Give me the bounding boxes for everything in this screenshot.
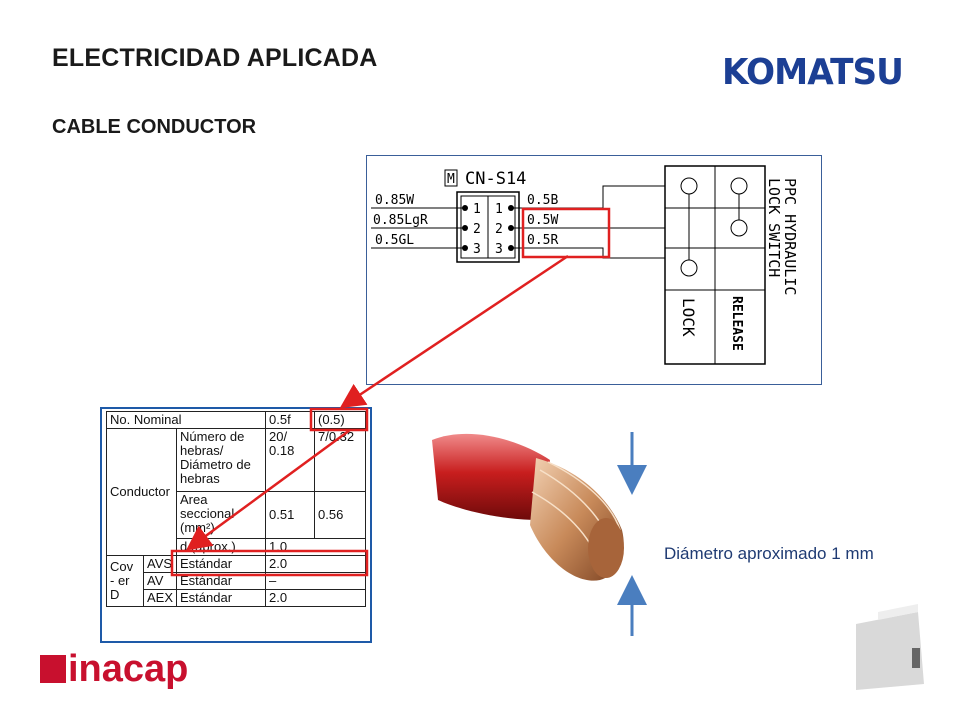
cov-val: 2.0 <box>265 589 366 607</box>
wire-right-label-3: 0.5R <box>527 233 558 248</box>
pin-dot-left-1 <box>462 205 468 211</box>
cable-sheath <box>432 433 550 520</box>
pin-left-2: 2 <box>473 222 481 237</box>
inacap-logo: inacap <box>40 648 188 691</box>
arrow-to-diameter-icon <box>185 428 351 551</box>
strand-bundle-end <box>588 518 624 578</box>
switch-lock-label: LOCK <box>679 298 698 337</box>
conductor-label: Conductor <box>105 428 178 556</box>
switch-title-line1: PPC HYDRAULIC <box>781 178 799 295</box>
connector-tag-box <box>444 169 458 187</box>
pin-right-3: 3 <box>495 242 503 257</box>
table-row: Area seccional (mm²) 0.51 0.56 <box>107 491 366 539</box>
wire-right-3 <box>511 247 665 259</box>
nominal-val1: 0.5f <box>265 411 315 429</box>
switch-title-line2: LOCK SWITCH <box>765 178 783 277</box>
cov-type: AVS <box>142 555 178 573</box>
connector-tag: M <box>447 172 455 187</box>
wire-right-label-2: 0.5W <box>527 213 558 228</box>
inacap-mark-icon <box>40 655 66 683</box>
pin-right-1: 1 <box>495 202 503 217</box>
inacap-text: inacap <box>68 648 189 690</box>
diameter-highlight-box <box>170 549 369 577</box>
pin-left-1: 1 <box>473 202 481 217</box>
cov-std: Estándar <box>176 572 266 590</box>
strands-label: Número de hebras/ Diámetro de hebras <box>176 428 266 492</box>
cov-type: AEX <box>142 589 178 607</box>
pin-dot-left-3 <box>462 245 468 251</box>
diameter-label: Diámetro aproximado 1 mm <box>664 544 874 563</box>
switch-release-label: RELEASE <box>729 296 744 351</box>
table-row: AV Estándar – <box>107 572 366 590</box>
pin-right-2: 2 <box>495 222 503 237</box>
wiring-diagram-svg: M CN-S14 0.85W 0.85LgR 0.5GL 1 2 3 1 2 3 <box>371 165 799 365</box>
wire-left-label-1: 0.85W <box>375 193 414 208</box>
slide-subtitle: CABLE CONDUCTOR <box>52 116 257 138</box>
wire-left-label-3: 0.5GL <box>375 233 414 248</box>
table-row: AEX Estándar 2.0 <box>107 589 366 607</box>
strands-val1: 20/ 0.18 <box>265 428 315 492</box>
wire-left-label-2: 0.85LgR <box>373 213 428 228</box>
nominal-highlight-box <box>309 407 369 432</box>
wire-right-label-1: 0.5B <box>527 193 558 208</box>
connector-body <box>456 191 520 263</box>
slide-title: ELECTRICIDAD APLICADA <box>52 44 378 72</box>
table-row: No. Nominal 0.5f (0.5) <box>106 411 366 429</box>
cable-illustration <box>432 433 624 581</box>
spec-table-box: No. Nominal 0.5f (0.5) Conductor Número … <box>100 407 372 643</box>
pin-dot-left-2 <box>462 225 468 231</box>
cov-std: Estándar <box>176 589 266 607</box>
table-row: Conductor Número de hebras/ Diámetro de … <box>105 428 366 556</box>
connector-name: CN-S14 <box>465 169 526 189</box>
pin-left-3: 3 <box>473 242 481 257</box>
wiring-diagram: M CN-S14 0.85W 0.85LgR 0.5GL 1 2 3 1 2 3 <box>366 155 822 385</box>
komatsu-logo: KOMATSU <box>722 52 904 93</box>
decorative-cube <box>856 604 924 690</box>
arrow-to-table-icon <box>339 254 569 409</box>
